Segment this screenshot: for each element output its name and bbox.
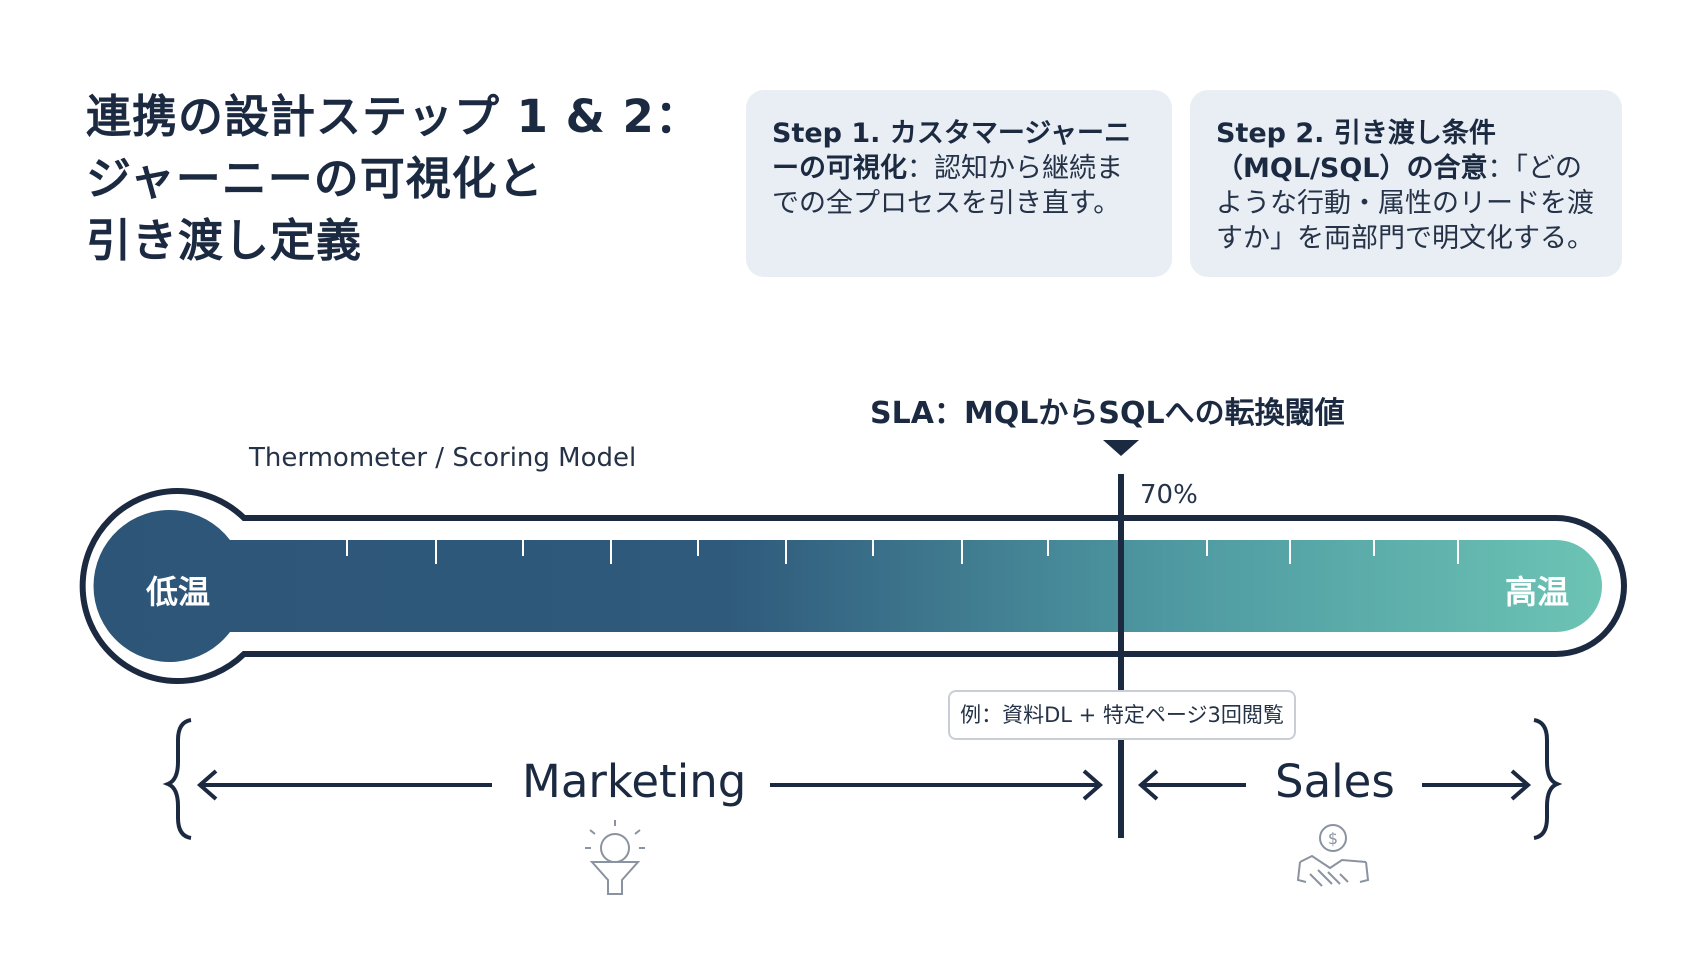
right-brace [1533,718,1563,840]
step-1-body: 認知から継続までの全プロセスを引き直す。 [772,153,1123,219]
low-temp-label: 低温 [146,573,211,611]
step-1-heading: Step 1. カスタマージャーニーの可視化 [772,118,1131,184]
sales-left-arrowhead [1137,769,1159,801]
thermometer-fill [93,510,1603,662]
sla-label: SLA：MQLからSQLへの転換閾値 [870,396,1345,431]
sales-arrows [1137,769,1532,801]
svg-text:$: $ [1328,829,1338,848]
marketing-arrows [196,769,1104,801]
marketing-left-arrowhead [196,769,218,801]
page-title: 連携の設計ステップ 1 & 2： ジャーニーの可視化と 引き渡し定義 [86,86,726,272]
sales-right-arrowhead [1510,769,1532,801]
title-line-1: 連携の設計ステップ 1 & 2： [86,90,701,143]
model-label: Thermometer / Scoring Model [249,443,637,473]
step-1-separator: ： [907,153,934,184]
scale-ticks [346,540,1459,564]
step-2-body: 「どのような行動・属性のリードを渡すか」を両部門で明文化する。 [1216,153,1594,254]
handshake-dollar-icon: $ [1296,824,1370,887]
title-line-2: ジャーニーの可視化と [86,152,544,205]
threshold-percent: 70% [1140,480,1198,510]
high-temp-label: 高温 [1505,573,1570,611]
lightbulb-funnel-icon [585,820,645,895]
marketing-right-arrowhead [1082,769,1104,801]
step-2-separator: ： [1487,153,1515,184]
sales-label: Sales [1275,755,1395,808]
title-line-3: 引き渡し定義 [86,214,363,267]
step-1-card: Step 1. カスタマージャーニーの可視化：認知から継続までの全プロセスを引き… [746,90,1172,277]
marketing-label: Marketing [522,755,747,808]
step-2-heading: Step 2. 引き渡し条件（MQL/SQL）の合意 [1216,118,1496,184]
sla-marker-triangle [1103,440,1139,456]
step-2-card: Step 2. 引き渡し条件（MQL/SQL）の合意：「どのような行動・属性のリ… [1190,90,1622,277]
example-condition-box: 例：資料DL + 特定ページ3回閲覧 [948,690,1296,740]
left-brace [162,718,192,840]
